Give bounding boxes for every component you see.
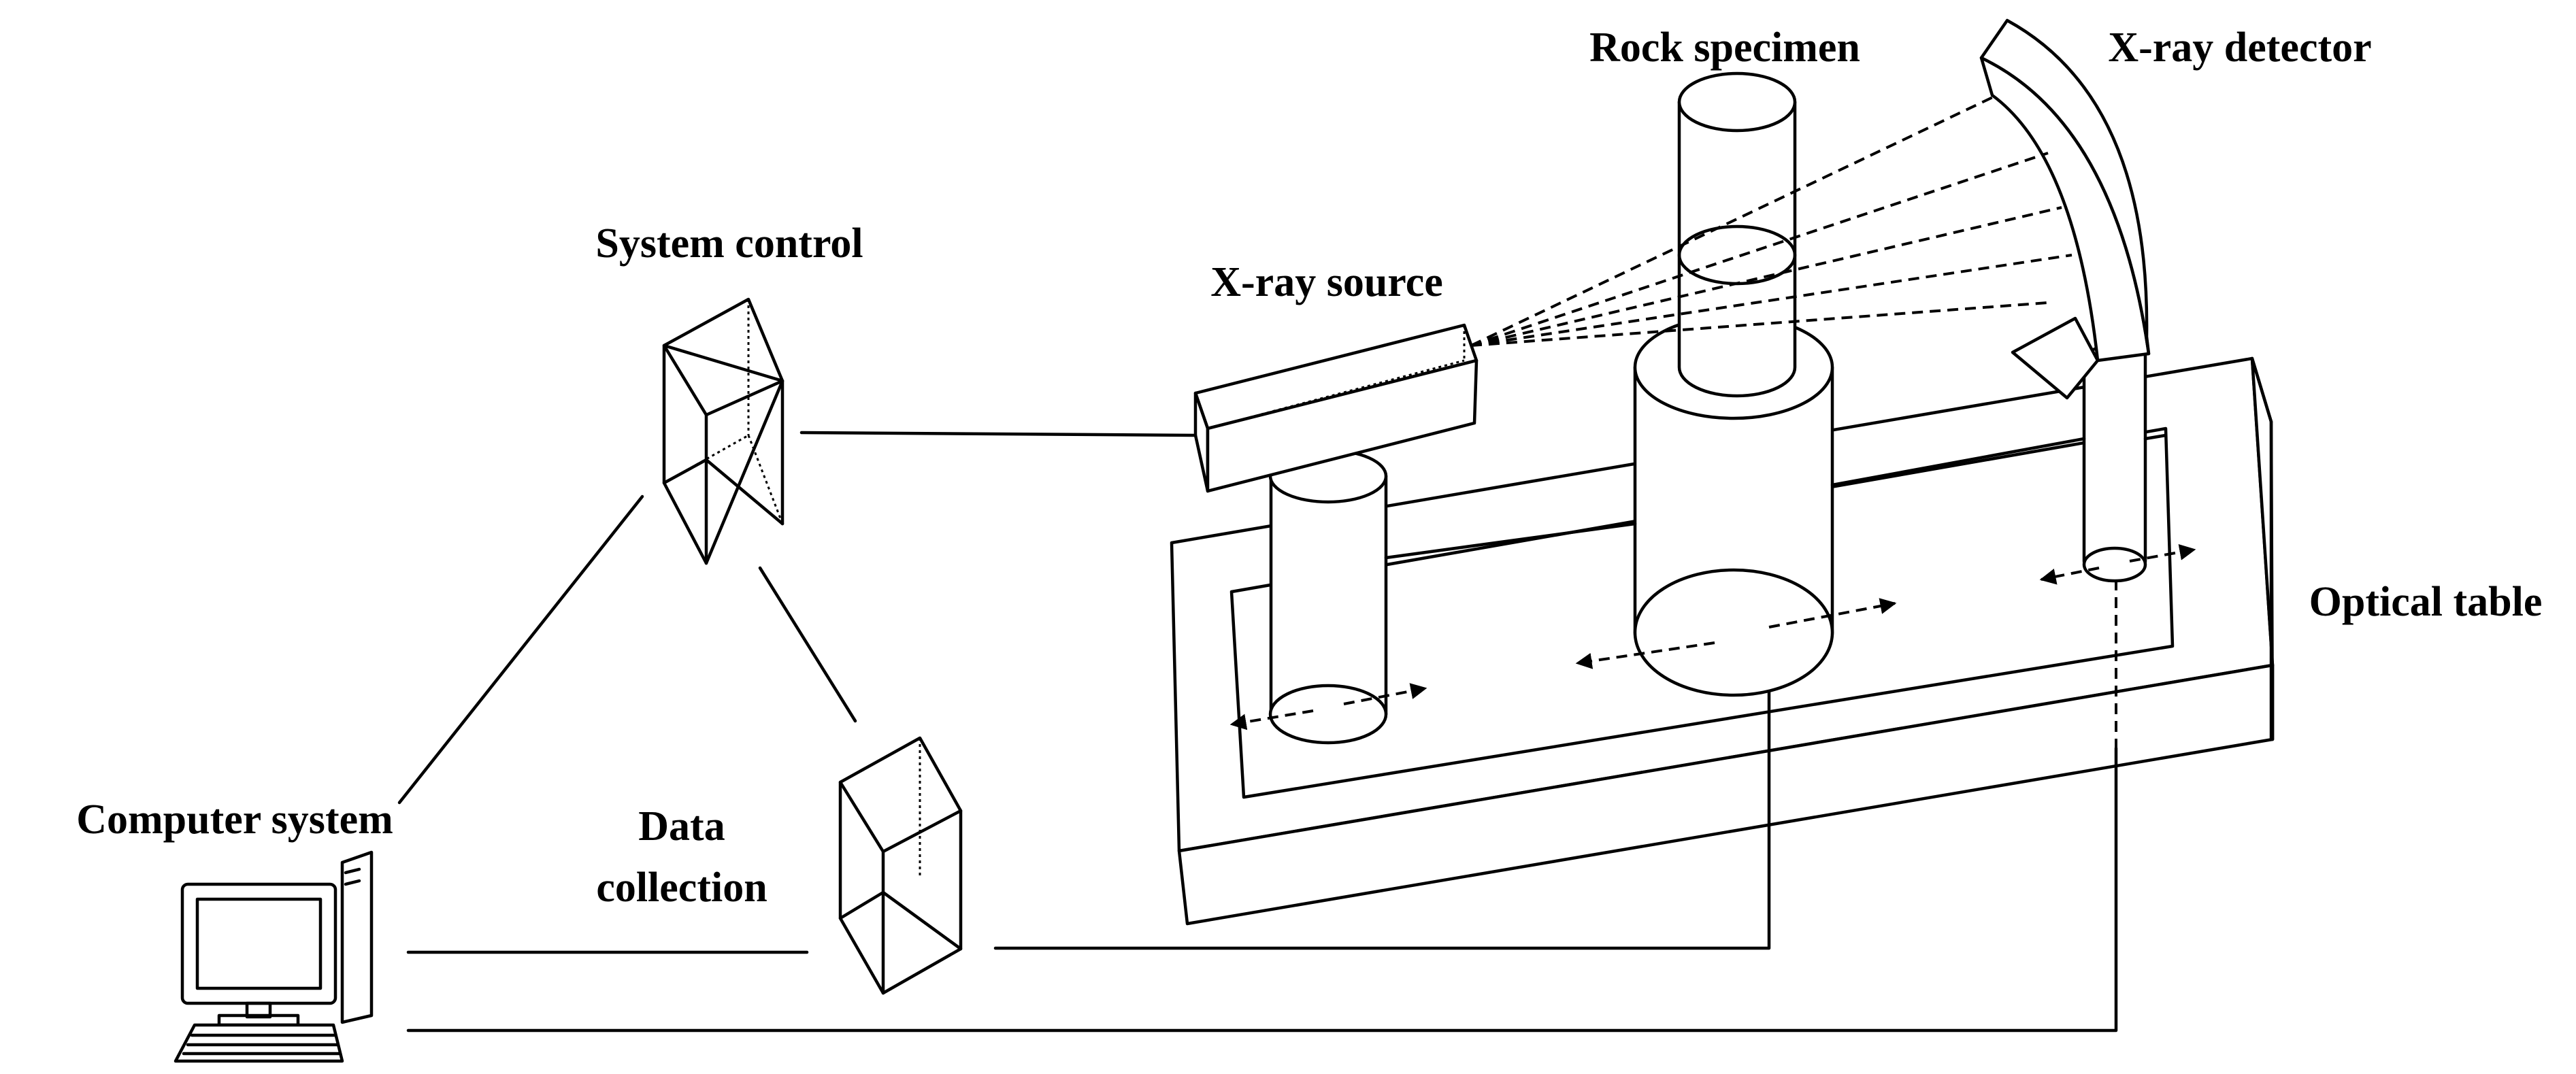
- control-to-data-line: [758, 566, 857, 723]
- xray-source-assembly: [1193, 323, 1479, 745]
- detector-motion-arrow-left: [2039, 567, 2100, 585]
- control-unit-box: [662, 297, 785, 565]
- stage-base-ellipse: [1633, 568, 1834, 697]
- source-motion-arrow-right: [1343, 683, 1427, 705]
- label-computer-system: Computer system: [76, 796, 393, 843]
- computer-icon: [174, 850, 374, 1063]
- control-to-source-line: [799, 431, 1198, 437]
- label-xray-source: X-ray source: [1210, 259, 1442, 305]
- source-base-ellipse: [1268, 684, 1388, 745]
- label-optical-table: Optical table: [2309, 579, 2543, 625]
- label-system-control: System control: [595, 220, 863, 267]
- data-to-stage-line: [993, 690, 1771, 950]
- detector-base-ellipse: [2082, 546, 2147, 583]
- stage-motion-arrow-left: [1575, 641, 1715, 669]
- xray-beam: [1470, 94, 2073, 347]
- computer-to-detector-line: [406, 746, 2118, 1033]
- xray-detector-arc: [1979, 18, 2151, 400]
- detector-motion-arrow-right: [2129, 543, 2196, 563]
- connection-lines: [397, 431, 2168, 1033]
- rock-specimen-cylinder: [1677, 71, 1797, 398]
- xray-source-tube: [1193, 323, 1479, 493]
- label-xray-detector: X-ray detector: [2108, 24, 2371, 71]
- label-data-collection-line2: collection: [596, 865, 767, 911]
- stage-motion-arrow-right: [1768, 598, 1897, 628]
- rock-specimen-assembly: [1575, 71, 1897, 697]
- data-collection-box: [838, 736, 963, 995]
- control-to-computer-line: [397, 494, 644, 805]
- source-motion-arrow-left: [1229, 709, 1314, 731]
- label-data-collection-line1: Data: [638, 803, 725, 850]
- label-rock-specimen: Rock specimen: [1589, 24, 1860, 71]
